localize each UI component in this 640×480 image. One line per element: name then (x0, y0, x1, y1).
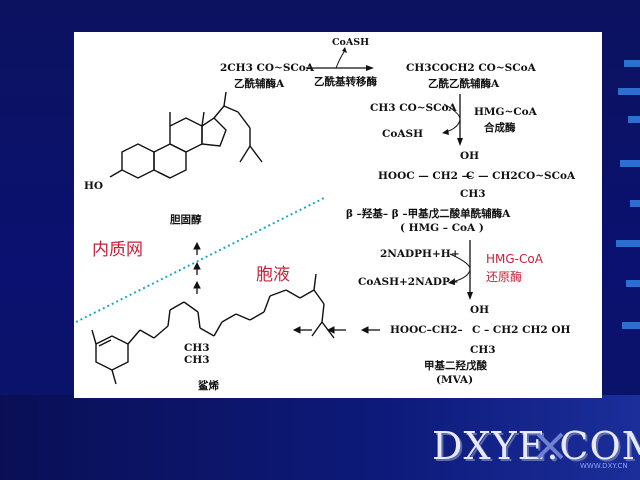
reaction1-product-label: 乙酰乙酰辅酶A (428, 78, 500, 90)
reaction3-enzyme-line1: HMG-CoA (486, 252, 543, 266)
mva-formula-right: – CH2 CH2 OH (484, 324, 571, 336)
reaction2-enzyme-line2: 合成酶 (484, 122, 516, 134)
membrane-dotted-line (75, 196, 327, 323)
cholesterol-ho: HO (84, 180, 104, 192)
hmg-coa-abbr: ( HMG – CoA ) (400, 222, 484, 234)
slide-bottom-band (0, 395, 640, 480)
mva-name: 甲基二羟戊酸 (424, 360, 487, 372)
reaction1-reactant-label: 乙酰辅酶A (234, 78, 285, 90)
hmg-coa-formula-right: — CH2CO~SCoA (478, 170, 576, 182)
mva-abbr: (MVA) (436, 374, 474, 386)
diagram-drawing (75, 47, 473, 385)
reaction1-byproduct: CoASH (332, 37, 370, 48)
region-cytosol: 胞液 (256, 265, 290, 285)
reaction2-enzyme-line1: HMG~CoA (474, 106, 537, 118)
squalene-methyl1: CH3 (184, 342, 210, 354)
diagram-panel: 2CH3 CO~SCoA 乙酰辅酶A CoASH 乙酰基转移酶 CH3COCH2… (74, 32, 602, 398)
side-decoration (614, 60, 640, 360)
mva-ch3: CH3 (470, 344, 496, 356)
mva-oh: OH (470, 304, 490, 316)
reaction3-cofactor-out: CoASH+2NADP+ (358, 276, 459, 288)
hmg-coa-formula-left: HOOC — CH2 — (378, 170, 473, 182)
region-er: 内质网 (92, 240, 143, 260)
squalene-name: 鲨烯 (198, 380, 219, 392)
reaction3-cofactor-in: 2NADPH+H+ (380, 248, 460, 260)
squalene-methyl2: CH3 (184, 354, 210, 366)
reaction2-byproduct: CoASH (382, 128, 424, 140)
watermark-text: DXYE.COM (432, 424, 640, 468)
reaction3-enzyme-line2: 还原酶 (486, 270, 523, 284)
cholesterol-structure (109, 91, 263, 179)
cholesterol-name: 胆固醇 (170, 214, 202, 226)
squalene-to-cholesterol-arrows (193, 241, 201, 294)
squalene-structure (91, 273, 335, 385)
mva-formula-center: C (472, 324, 481, 336)
watermark-url: WWW.DXY.CN (580, 462, 628, 470)
reaction1-reactant: 2CH3 CO~SCoA (220, 62, 314, 74)
reaction1-product: CH3COCH2 CO~SCoA (406, 62, 536, 74)
hmg-coa-formula-center: C (466, 170, 475, 182)
hmg-coa-oh: OH (460, 150, 480, 162)
mva-to-squalene-arrows (292, 326, 380, 334)
watermark-logo-icon (536, 432, 564, 460)
reaction2-reactant: CH3 CO~SCoA (370, 102, 457, 114)
hmg-coa-ch3: CH3 (460, 188, 486, 200)
mva-formula-left: HOOC–CH2– (390, 324, 463, 336)
hmg-coa-name: β –羟基– β –甲基戊二酸单酰辅酶A (346, 208, 511, 220)
reaction1-enzyme: 乙酰基转移酶 (314, 76, 377, 88)
